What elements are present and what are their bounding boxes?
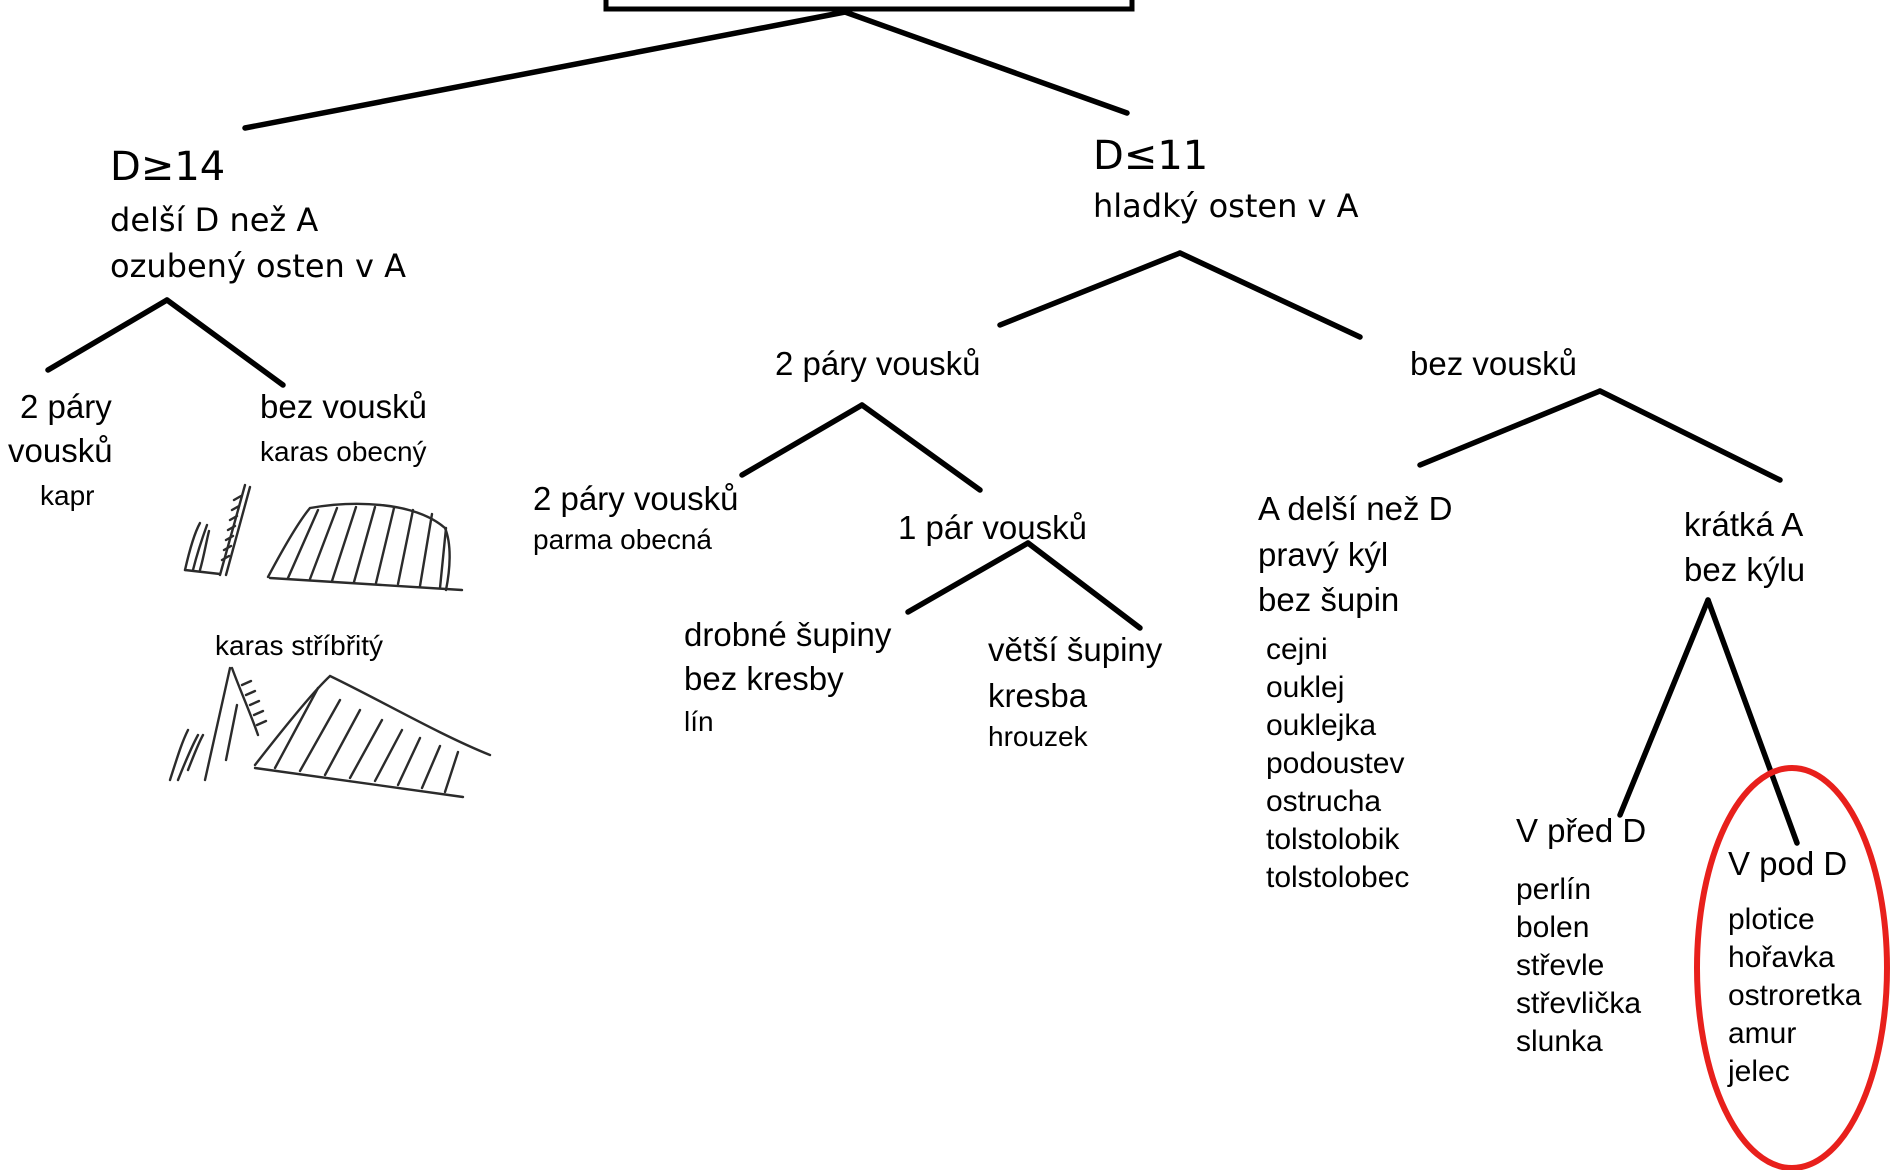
connector-barbels-a [739, 402, 865, 478]
short-a-line1: krátká A [1684, 506, 1804, 543]
short-a-line2: bez kýlu [1684, 551, 1806, 588]
barbels-2pairs-species: parma obecná [533, 524, 713, 555]
list-item: ouklej [1266, 671, 1345, 704]
list-item: amur [1728, 1017, 1797, 1050]
root-box [603, 0, 1135, 12]
small-scales-line1: drobné šupiny [684, 616, 892, 653]
sketch-karas-obecny [183, 483, 464, 592]
list-item: plotice [1728, 903, 1815, 936]
long-a-line1: A delší než D [1258, 490, 1453, 527]
list-item: tolstolobec [1266, 861, 1410, 894]
left-opt2-title: bez vousků [260, 388, 427, 425]
right-branch-line1: hladký osten v A [1093, 187, 1359, 225]
left-branch-line2: ozubený osten v A [110, 247, 406, 285]
v-under-species-list: plotice hořavka ostroretka amur jelec [1728, 901, 1861, 1091]
left-branch-line1: delší D než A [110, 201, 319, 239]
long-a-species-list: cejni ouklej ouklejka podoustev ostrucha… [1266, 631, 1409, 897]
connector-onepair-a [905, 540, 1031, 615]
long-a-line3: bez šupin [1258, 581, 1400, 618]
list-item: perlín [1516, 873, 1592, 906]
connector-shorta-a [1617, 597, 1711, 818]
list-item: jelec [1728, 1055, 1790, 1088]
small-scales-line2: bez kresby [684, 660, 844, 697]
connector-nobarbels-b [1597, 388, 1783, 483]
list-item: ostrucha [1266, 785, 1382, 818]
right-branch-title: D≤11 [1093, 133, 1209, 179]
barbels-1pair-label: 1 pár vousků [898, 509, 1087, 546]
barbels-2-title: 2 páry vousků [775, 345, 981, 382]
connector-onepair-b [1025, 540, 1143, 631]
left-opt2-species2: karas stříbřitý [215, 630, 384, 661]
big-scales-species: hrouzek [988, 721, 1088, 752]
left-branch-title: D≥14 [110, 144, 226, 190]
list-item: tolstolobik [1266, 823, 1400, 856]
connector-right-a [997, 250, 1183, 328]
connector-barbels-b [859, 402, 983, 493]
connector-root-left [242, 9, 848, 131]
connector-root-right [842, 9, 1130, 116]
list-item: cejni [1266, 633, 1328, 666]
left-opt2-species1: karas obecný [260, 436, 427, 467]
list-item: střevlička [1516, 987, 1642, 1020]
connector-left-b [164, 297, 286, 388]
barbels-2pairs-label: 2 páry vousků [533, 480, 739, 517]
big-scales-line1: větší šupiny [988, 631, 1163, 668]
small-scales-species: lín [684, 706, 714, 737]
left-opt1-line2: vousků [8, 432, 113, 469]
list-item: slunka [1516, 1025, 1603, 1058]
connector-shorta-b [1705, 597, 1800, 846]
left-opt1-line1: 2 páry [20, 388, 112, 425]
list-item: podoustev [1266, 747, 1405, 780]
connector-right-b [1177, 250, 1363, 340]
list-item: hořavka [1728, 941, 1835, 974]
long-a-line2: pravý kýl [1258, 536, 1389, 573]
v-under-d-label: V pod D [1728, 845, 1848, 882]
big-scales-line2: kresba [988, 677, 1088, 714]
connector-nobarbels-a [1417, 388, 1603, 468]
sketch-karas-stribrity [168, 666, 492, 799]
connector-left-a [45, 297, 170, 373]
v-before-species-list: perlín bolen střevle střevlička slunka [1516, 871, 1641, 1061]
list-item: ostroretka [1728, 979, 1862, 1012]
connector-lines [45, 9, 1800, 846]
no-barbels-title: bez vousků [1410, 345, 1577, 382]
list-item: ouklejka [1266, 709, 1377, 742]
highlight-ellipse [1694, 765, 1890, 1170]
v-before-d-label: V před D [1516, 812, 1647, 849]
list-item: střevle [1516, 949, 1605, 982]
left-opt1-species: kapr [40, 480, 95, 511]
list-item: bolen [1516, 911, 1590, 944]
